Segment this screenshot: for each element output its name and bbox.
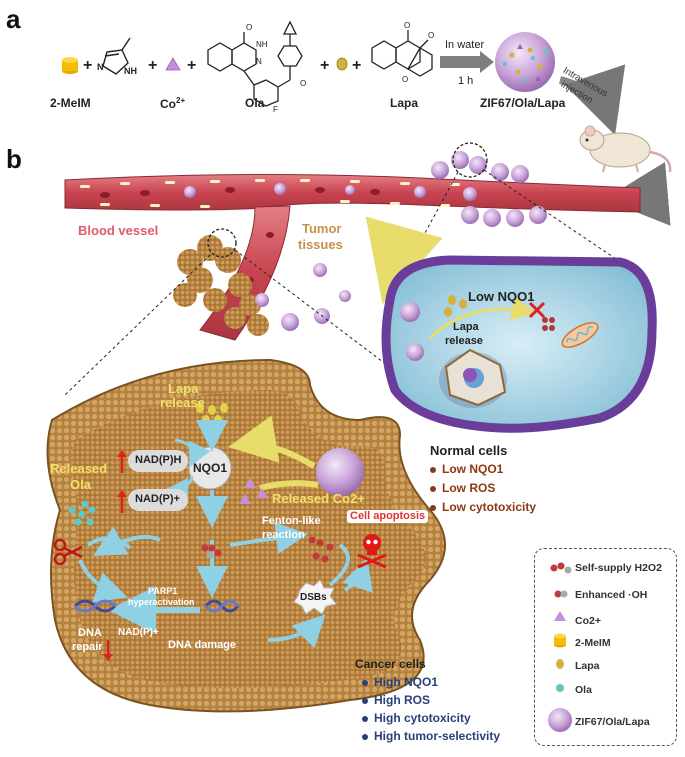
- dna-repair-label-1: DNA: [78, 627, 102, 639]
- extravasated-nanoparticles: [431, 151, 547, 227]
- tumor-spheres: [173, 235, 269, 336]
- reagent-co: Co2+: [160, 96, 186, 111]
- fenton-label-1: Fenton-like: [262, 515, 321, 527]
- cancer-list-text: High NQO1: [374, 675, 439, 689]
- panel-a-label: a: [6, 4, 21, 34]
- injection-arrow: [558, 64, 626, 136]
- cancer-list-item: High NQO1: [362, 675, 438, 689]
- arrow-top-label: In water: [445, 39, 485, 51]
- cancer-list-text: High ROS: [374, 693, 430, 707]
- 2-meim-cylinder-icon: [62, 57, 78, 74]
- svg-text:N: N: [256, 57, 262, 66]
- red-blood-cells: [100, 187, 380, 283]
- reagent-2-meim: 2-MeIM: [50, 96, 91, 110]
- cancer-list-text: High tumor-selectivity: [374, 729, 501, 743]
- svg-text:+: +: [352, 57, 361, 74]
- low-nqo1-label: Low NQO1: [468, 289, 535, 304]
- svg-text:O: O: [246, 23, 252, 32]
- reaction-arrow: [440, 51, 494, 73]
- nadph-label: NAD(P)H: [135, 454, 182, 466]
- cancer-cells-title: Cancer cells: [355, 657, 426, 671]
- mouse-icon: [579, 125, 672, 173]
- tumor-label-2: tissues: [298, 237, 343, 252]
- vessel-nanoparticles: [184, 183, 477, 201]
- normal-list-text: Low cytotoxicity: [442, 500, 537, 514]
- cancer-lapa-label-2: release: [160, 395, 205, 410]
- normal-list-item: Low NQO1: [430, 462, 503, 476]
- fenton-label-2: reaction: [262, 529, 305, 541]
- svg-text:NH: NH: [124, 66, 137, 76]
- legend-icons: [548, 562, 572, 732]
- vessel-cells: [80, 179, 460, 208]
- zif67-nanoparticle: [495, 32, 555, 92]
- co-superscript: 2+: [176, 96, 186, 105]
- svg-text:O: O: [404, 21, 410, 30]
- svg-text:+: +: [320, 57, 329, 74]
- reagent-ola: Ola: [245, 96, 265, 110]
- normal-list-text: Low NQO1: [442, 462, 504, 476]
- legend-co: Co2+: [575, 615, 601, 627]
- dna-damage-label: DNA damage: [168, 639, 237, 651]
- legend-h2o2: Self-supply H2O2: [575, 562, 662, 574]
- lapa-structure: [371, 30, 433, 77]
- dsbs-label: DSBs: [300, 592, 327, 603]
- svg-text:O: O: [402, 75, 408, 84]
- svg-text:O: O: [300, 79, 306, 88]
- cancer-list-item: High tumor-selectivity: [362, 729, 500, 743]
- ola-structure: [207, 20, 303, 107]
- svg-text:N: N: [97, 62, 104, 72]
- legend-2-meim: 2-MeIM: [575, 637, 611, 649]
- cancer-list-text: High cytotoxicity: [374, 711, 471, 725]
- nadp-low-label: NAD(P)+: [118, 627, 159, 638]
- tumor-label-1: Tumor: [302, 221, 342, 236]
- normal-list-item: Low cytotoxicity: [430, 500, 536, 514]
- released-ola-label-2: Ola: [70, 477, 91, 492]
- svg-text:O: O: [428, 31, 434, 40]
- normal-list-item: Low ROS: [430, 481, 495, 495]
- nqo1-label: NQO1: [193, 461, 228, 475]
- product-label: ZIF67/Ola/Lapa: [480, 96, 566, 110]
- svg-text:F: F: [273, 105, 278, 114]
- svg-text:NH: NH: [256, 40, 268, 49]
- normal-cell: [381, 255, 657, 433]
- legend-oh: Enhanced ·OH: [575, 589, 648, 601]
- 2-meim-structure: [102, 37, 131, 75]
- normal-lapa-label-1: Lapa: [453, 321, 479, 333]
- parp1-label-1: PARP1: [148, 586, 178, 596]
- delivery-arrow: [365, 216, 443, 305]
- legend-ola: Ola: [575, 684, 592, 696]
- normal-list-text: Low ROS: [442, 481, 496, 495]
- zoom-circle-tumor: [207, 228, 237, 258]
- dna-repair-label-2: repair: [72, 641, 103, 653]
- parp1-label-2: hyperactivation: [128, 597, 195, 607]
- normal-lapa-label-2: release: [445, 335, 483, 347]
- normal-cells-title: Normal cells: [430, 443, 508, 458]
- panel-b-label: b: [6, 144, 22, 174]
- cancer-list-item: High ROS: [362, 693, 430, 707]
- legend-zif67: ZIF67/Ola/Lapa: [575, 716, 650, 728]
- nadp-plus-label: NAD(P)+: [135, 493, 180, 505]
- reagent-lapa: Lapa: [390, 96, 419, 110]
- blood-vessel-label: Blood vessel: [78, 223, 159, 238]
- cancer-list-item: High cytotoxicity: [362, 711, 471, 725]
- legend-box: Self-supply H2O2 Enhanced ·OH Co2+ 2-MeI…: [534, 548, 677, 746]
- lapa-bead-icon: [336, 57, 348, 71]
- released-ola-label-1: Released: [50, 461, 108, 476]
- co2-triangle-icon: [165, 57, 181, 71]
- tumor-nanoparticles: [255, 263, 351, 331]
- released-co-label: Released Co2+: [272, 491, 365, 506]
- svg-text:+: +: [187, 57, 196, 74]
- legend-lapa: Lapa: [575, 660, 600, 672]
- cell-apoptosis-label: Cell apoptosis: [347, 510, 429, 523]
- cancer-lapa-label-1: Lapa: [168, 381, 199, 396]
- cancer-internals: [53, 403, 387, 661]
- arrow-bottom-label: 1 h: [458, 75, 474, 87]
- zoom-circle-normal: [452, 142, 488, 178]
- svg-text:+: +: [83, 57, 92, 74]
- svg-text:+: +: [148, 57, 157, 74]
